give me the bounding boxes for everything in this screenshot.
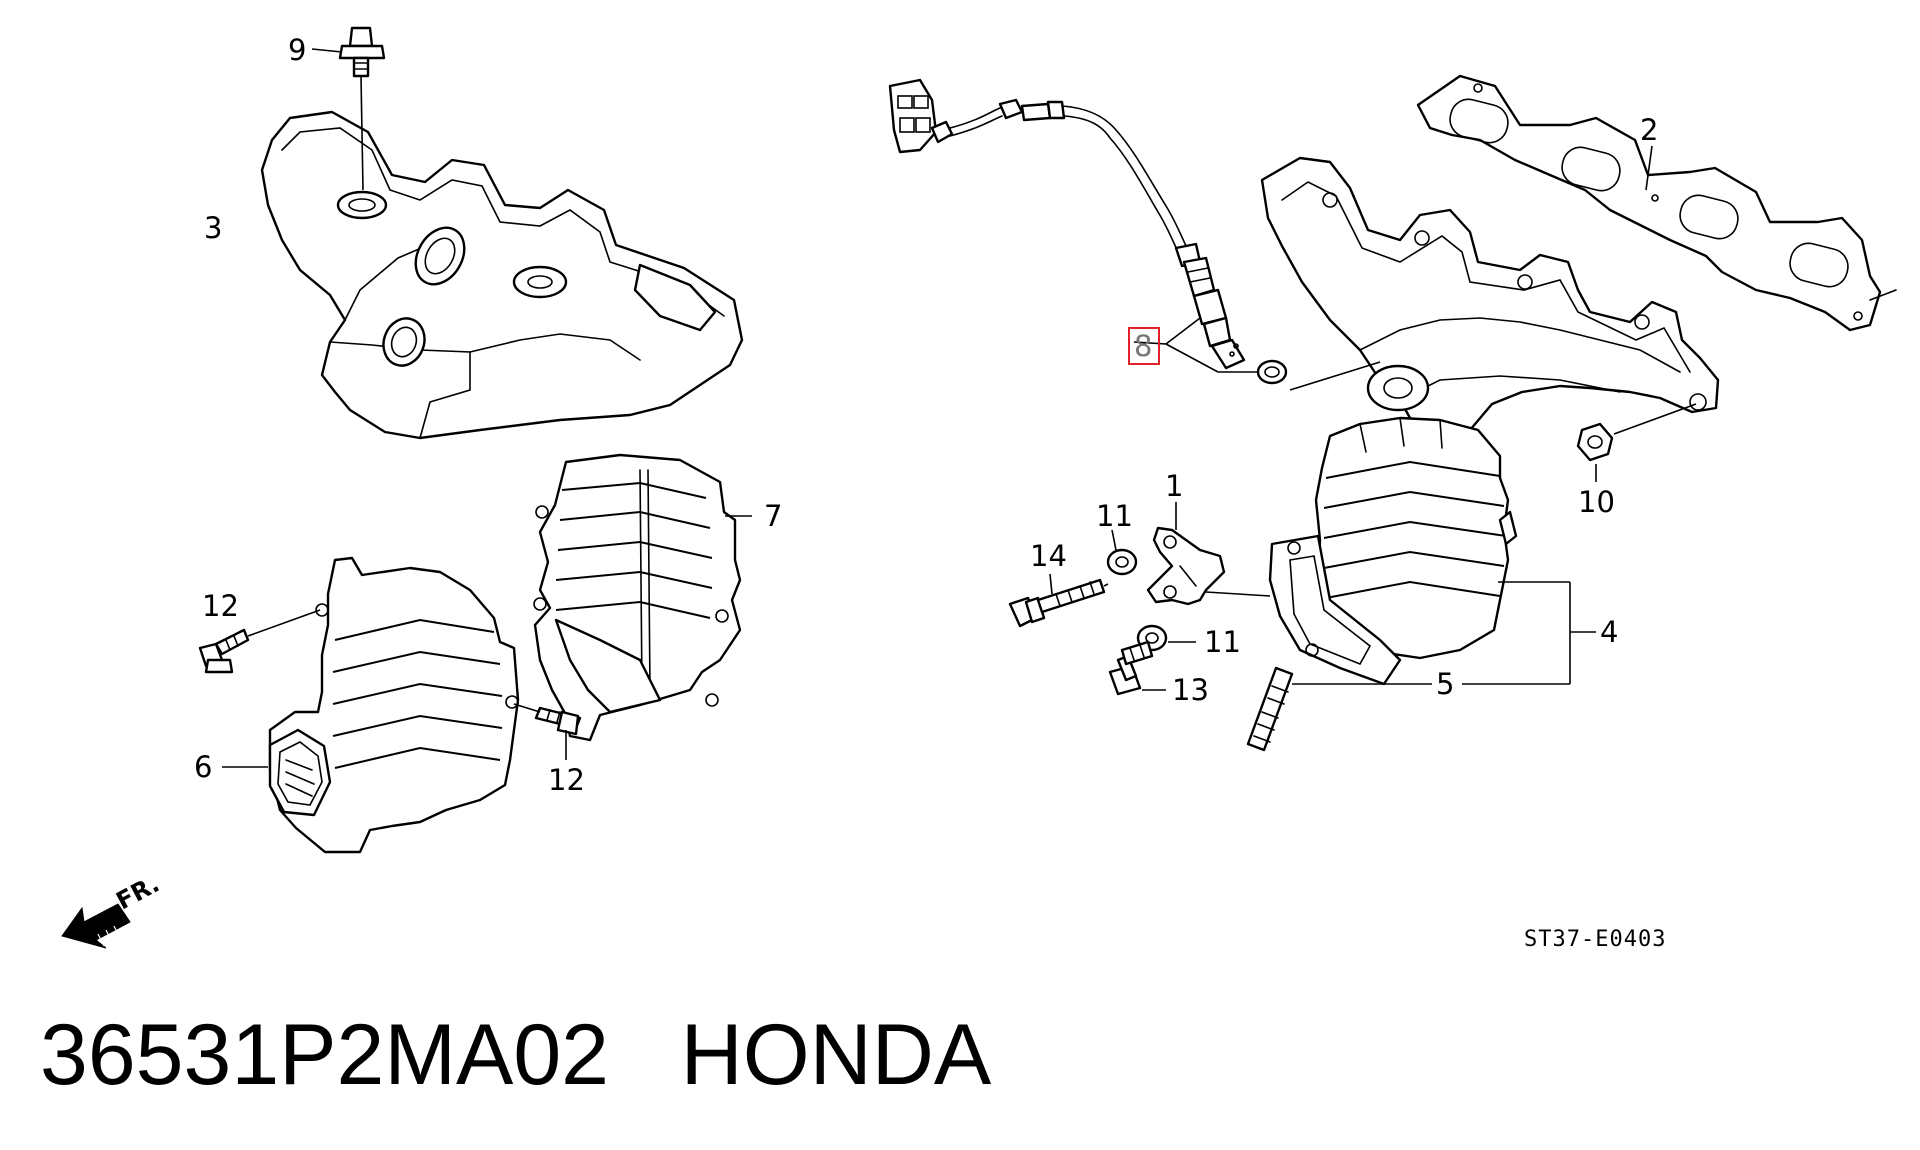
callout-12-right: 12: [548, 763, 585, 797]
callout-14: 14: [1030, 539, 1067, 573]
part-10-nut: [1576, 403, 1697, 482]
callout-10: 10: [1578, 485, 1615, 519]
part-number-caption: 36531P2MA02 HONDA: [40, 1007, 992, 1103]
callout-7: 7: [764, 499, 782, 533]
callout-11-lower: 11: [1204, 625, 1241, 659]
callout-9: 9: [288, 33, 306, 67]
part-1-bracket: [1146, 502, 1271, 606]
drawing-code: ST37-E0403: [1524, 927, 1666, 952]
part-5-stud: [1246, 666, 1294, 752]
callout-12-left: 12: [202, 589, 239, 623]
callout-1: 1: [1165, 469, 1183, 503]
callout-11-upper: 11: [1096, 499, 1133, 533]
callout-13: 13: [1172, 673, 1209, 707]
callout-3: 3: [204, 211, 222, 245]
lower-rear-heat-shield: [533, 453, 752, 742]
part-13-bolt: [1108, 640, 1166, 696]
callout-8[interactable]: 8: [1134, 329, 1152, 363]
part-4-exhaust-manifold-converter: [1246, 156, 1720, 752]
part-12-bolt-right: [513, 703, 582, 760]
part-2-manifold-gasket: [1416, 74, 1897, 332]
callout-2: 2: [1640, 113, 1658, 147]
part-14-bolt: [1008, 573, 1109, 628]
lower-front-heat-shield: [222, 556, 520, 854]
upper-heat-shield: [260, 110, 744, 440]
callout-5: 5: [1436, 667, 1454, 701]
part-8-oxygen-sensor: [888, 78, 1381, 391]
part-9-bolt: [311, 26, 386, 191]
front-direction-arrow-icon: [61, 903, 131, 949]
part-12-bolt-left: [198, 609, 321, 674]
part-11-washer-upper: [1106, 529, 1138, 576]
callout-6: 6: [194, 750, 212, 784]
callout-4: 4: [1600, 615, 1618, 649]
callout-8-highlight-box: [1128, 327, 1160, 365]
